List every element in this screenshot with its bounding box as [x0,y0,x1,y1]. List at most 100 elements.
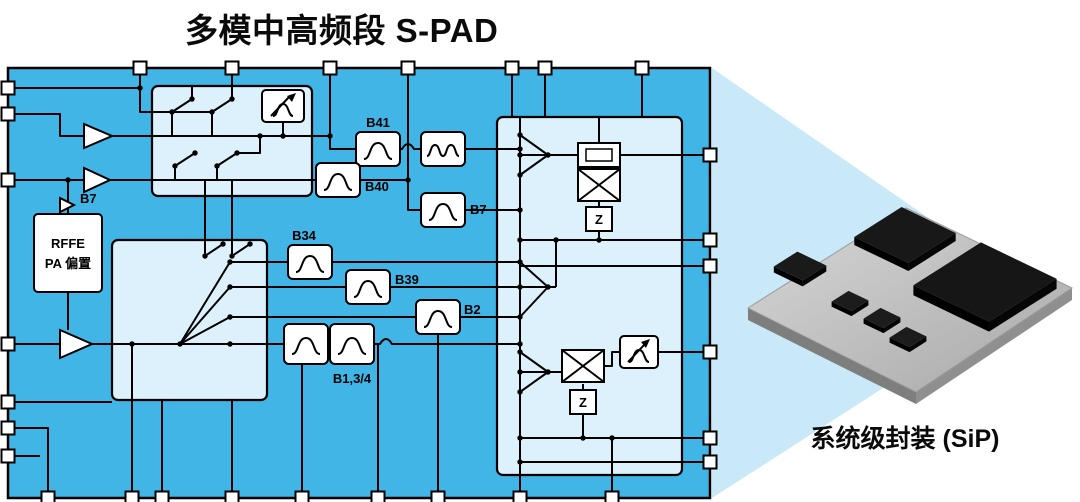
filter-label-b7: B7 [470,202,487,217]
switch-bank-bottom [110,238,269,402]
pin-pad [512,490,528,502]
filter-b7: B7 [420,192,487,228]
filter-box [420,192,466,228]
diplexer [420,131,466,167]
pin-pad [0,106,16,122]
filter-label-b39: B39 [395,272,419,287]
pin-pad [702,232,718,248]
pin-pad [370,490,386,502]
impedance-box [569,389,597,415]
pin-pad [322,60,338,76]
pin-pad [224,490,240,502]
pin-pad [224,60,240,76]
component-tiny [863,307,901,334]
filter-box [283,323,329,365]
rffe-bias-block: RFFE PA 偏置 [33,213,103,293]
pin-pad [504,60,520,76]
filter-box [420,131,466,167]
bandpass-icon [291,337,321,355]
pin-pad [604,490,620,502]
wires [14,75,703,491]
impedance-z-top: Z [595,212,603,227]
pin-pad [0,336,16,352]
filter-label-b41: B41 [366,115,390,130]
tuner-cross-icon [577,168,621,202]
filter-box [415,299,461,335]
bandpass-icon [323,173,353,191]
amplifier-icon [83,122,115,150]
bandpass-icon [295,255,325,273]
die-large [913,242,1057,332]
board-pins [0,60,718,502]
bandpass-icon [363,142,393,160]
die-medium [854,207,956,271]
pin-pad [702,147,718,163]
filter-label-b134: B1,3/4 [333,371,372,386]
antenna-switch-module [495,115,684,477]
filter-b134: B1,3/4 [283,323,375,386]
filter-box [287,244,333,280]
pin-pad [430,490,446,502]
pin-pad [40,490,56,502]
substrate-side-right [916,288,1072,404]
pin-pad [634,60,650,76]
amplifier-icon [59,328,95,360]
filter-box [345,269,391,305]
pin-pad [0,448,16,464]
sip-package-label: 系统级封装 (SiP) [810,425,1000,453]
junction-dots [65,85,615,465]
pin-pad [702,430,718,446]
pin-pad [400,60,416,76]
filter-b34: B34 [287,228,333,280]
tunable-filter-icon [261,89,305,123]
component-tiny [889,326,927,353]
die-small [773,251,827,287]
filter-b40: B40 [315,162,389,198]
pin-pad [294,490,310,502]
figure-title: 多模中高频段 S-PAD [185,12,499,49]
filter-label-b34: B34 [292,228,317,243]
impedance-box [585,206,613,232]
pin-pad [0,172,16,188]
impedance-z-bottom: Z [579,395,587,410]
pin-pad [702,344,718,360]
pin-pad [702,258,718,274]
filter-box [329,323,375,365]
filter-b41: B41 [355,115,401,167]
tx-path-label-b7: B7 [80,191,97,206]
diplexer-icon [426,144,460,157]
filter-b39: B39 [345,269,419,305]
filter-box [315,162,361,198]
filter-box [355,131,401,167]
pin-pad [0,420,16,436]
coupler-inner [585,148,613,162]
antenna-network-bottom: Z [561,335,659,415]
filter-label-b2: B2 [464,302,481,317]
antenna-network-top: Z [577,142,621,232]
bandpass-icon [353,280,383,298]
substrate-side-left [748,308,916,404]
tunable-filter-icon [619,335,659,369]
pin-pad [132,60,148,76]
rffe-label-line2: PA 偏置 [45,256,91,271]
bandpass-icon [423,310,453,328]
rffe-box [33,213,103,293]
filter-b2: B2 [415,299,481,335]
bandpass-icon [428,203,458,221]
pin-pad [154,490,170,502]
filter-label-b40: B40 [365,179,389,194]
component-tiny [831,290,869,317]
rffe-label-line1: RFFE [51,236,85,251]
bias-amplifier-icon [59,196,77,214]
bandpass-icon [337,337,367,355]
pin-pad [0,394,16,410]
schematic-board: RFFE PA 偏置 B7 B41 [0,60,718,502]
sip-chip-render [746,207,1074,404]
pin-pad [0,80,16,96]
amplifier-icon [83,166,113,194]
tuner-cross-icon [561,349,605,383]
pin-pad [537,60,553,76]
pin-pad [702,454,718,470]
